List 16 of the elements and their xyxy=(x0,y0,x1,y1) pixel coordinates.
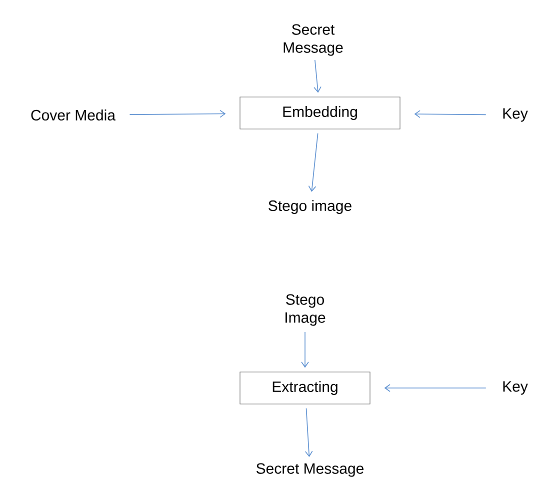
text-label: Secret Message xyxy=(284,24,343,56)
arrow xyxy=(308,132,318,192)
text-label: Key xyxy=(503,108,528,122)
text-label: Stego Image xyxy=(286,294,326,326)
text-label: Key xyxy=(503,381,528,395)
text-label: Secret Message xyxy=(256,463,364,477)
text-label: Stego image xyxy=(268,200,352,214)
arrow xyxy=(129,110,226,118)
arrow xyxy=(414,110,486,118)
process-box: Embedding xyxy=(240,96,400,130)
text-label: Cover Media xyxy=(31,110,116,120)
process-box: Extracting xyxy=(240,372,370,404)
arrow xyxy=(384,384,486,392)
arrow xyxy=(314,60,322,93)
arrow xyxy=(304,408,313,458)
arrow xyxy=(301,332,309,368)
